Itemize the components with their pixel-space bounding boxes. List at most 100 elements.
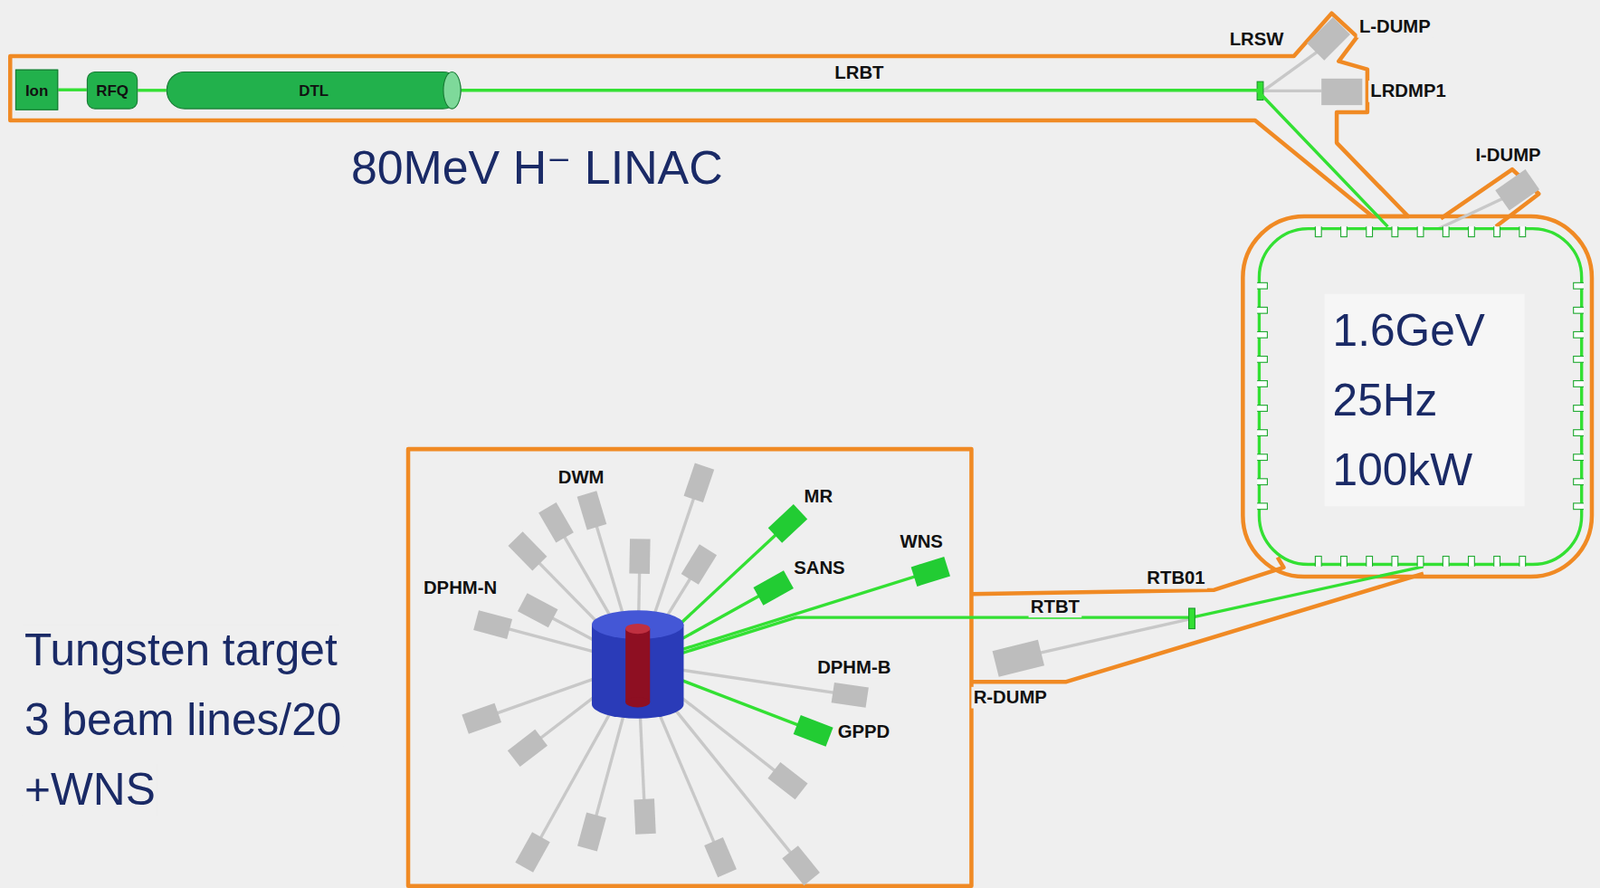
target-core-bottom	[625, 696, 650, 707]
ring-magnet	[1257, 331, 1267, 338]
part-name: DPHM-N	[421, 577, 500, 599]
ring-parameter: 1.6GeV	[1333, 295, 1486, 366]
detector-box	[514, 831, 550, 872]
ring-parameters: 1.6GeV25Hz100kW	[1333, 295, 1486, 505]
ring-outline	[1242, 216, 1592, 577]
ring-magnet	[1494, 226, 1501, 237]
ring-magnet	[1519, 226, 1526, 237]
part-name: RTB01	[1144, 567, 1208, 589]
detector-box	[577, 490, 608, 530]
cylinder-cap	[442, 71, 461, 110]
detector-box	[911, 556, 951, 587]
linac-section: Ion	[15, 69, 58, 111]
part-name: I-DUMP	[1473, 144, 1543, 166]
ring-magnet	[1314, 556, 1322, 567]
ring-magnet	[1494, 556, 1501, 567]
target-core	[625, 628, 650, 703]
caption-text: 80MeV H⁻ LINAC	[349, 141, 725, 196]
caption-text: Tungsten target	[22, 624, 340, 677]
detector-box	[628, 538, 650, 574]
beamline-name: LRBT	[832, 61, 886, 83]
detector-box	[538, 502, 574, 543]
part-name: LRDMP1	[1368, 80, 1448, 102]
ring-magnet	[1366, 556, 1373, 567]
detector-box	[793, 714, 834, 747]
linac-section: DTL	[166, 71, 462, 110]
tungsten-target	[591, 609, 684, 719]
ring-magnet	[1341, 556, 1348, 567]
ring-magnet	[1257, 282, 1267, 289]
target-core-top	[625, 623, 650, 634]
dump-line	[1263, 50, 1319, 91]
rtbt-outline	[971, 573, 1424, 683]
dump-box	[1306, 17, 1351, 61]
caption-text: +WNS	[22, 762, 158, 815]
ring-magnet	[1573, 331, 1584, 338]
dump-lines	[1020, 50, 1509, 658]
ring-magnet	[1442, 556, 1449, 567]
ring-magnet	[1573, 503, 1584, 510]
idump-outline	[1440, 169, 1539, 227]
detector-box	[752, 570, 793, 605]
caption-text: 3 beam lines/20	[22, 694, 344, 746]
rtb01-magnet	[1189, 608, 1196, 629]
ring-magnet	[1573, 454, 1584, 461]
ring-parameter: 100kW	[1333, 434, 1486, 505]
detector-box	[507, 531, 547, 571]
part-name: WNS	[897, 531, 945, 553]
ring-magnet	[1257, 356, 1267, 363]
part-name: MR	[801, 485, 835, 507]
ring-magnet	[1519, 556, 1526, 567]
detector-box	[633, 798, 656, 834]
ring-magnet	[1417, 226, 1424, 237]
part-name: LRSW	[1227, 28, 1286, 50]
part-name: SANS	[791, 557, 848, 579]
detector-box	[767, 761, 808, 800]
dump-box	[992, 639, 1045, 677]
ring-magnet	[1573, 380, 1584, 388]
ring-magnet	[1442, 226, 1449, 237]
dumps	[992, 17, 1540, 677]
part-name: GPPD	[835, 721, 892, 743]
detector-box	[517, 592, 558, 628]
ring-magnet	[1257, 405, 1267, 412]
detector-box	[831, 682, 869, 708]
detector-box	[781, 845, 820, 886]
detector-box	[681, 543, 717, 584]
ring-magnet	[1468, 556, 1476, 567]
dump-line	[1438, 195, 1509, 229]
ring-magnet	[1257, 503, 1267, 510]
ring-magnet	[1257, 429, 1267, 437]
ring-beamline	[1258, 228, 1581, 565]
ring-magnet	[1573, 478, 1584, 486]
section-name: RFQ	[95, 81, 129, 99]
ring-magnet	[1391, 556, 1399, 567]
dump-line	[1020, 618, 1192, 658]
ring-magnet	[1468, 226, 1476, 237]
detector-box	[473, 609, 513, 639]
ring-magnet	[1257, 380, 1267, 388]
ring-magnet	[1257, 306, 1267, 314]
target-body	[591, 624, 684, 719]
detector-box	[577, 811, 607, 851]
detector-box	[507, 729, 548, 767]
detector-box	[768, 504, 808, 543]
rtbt-outline	[971, 557, 1284, 595]
beam-line	[57, 88, 87, 92]
ring-magnet	[1341, 226, 1348, 237]
dump-box	[1495, 169, 1540, 210]
rtbt-line	[681, 566, 1424, 654]
ring-magnet	[1257, 454, 1267, 461]
ring-magnet	[1417, 556, 1424, 567]
dump-line	[1263, 89, 1322, 93]
part-name: DWM	[556, 466, 607, 488]
ring-magnet	[1314, 226, 1322, 237]
facility-outlines	[9, 13, 1592, 886]
linac-section: RFQ	[86, 71, 138, 110]
part-name: RTBT	[1028, 595, 1083, 617]
section-name: DTL	[298, 81, 329, 99]
ring-parameter: 25Hz	[1333, 365, 1486, 436]
linac-outline	[9, 13, 1409, 217]
detector-box	[704, 837, 737, 877]
